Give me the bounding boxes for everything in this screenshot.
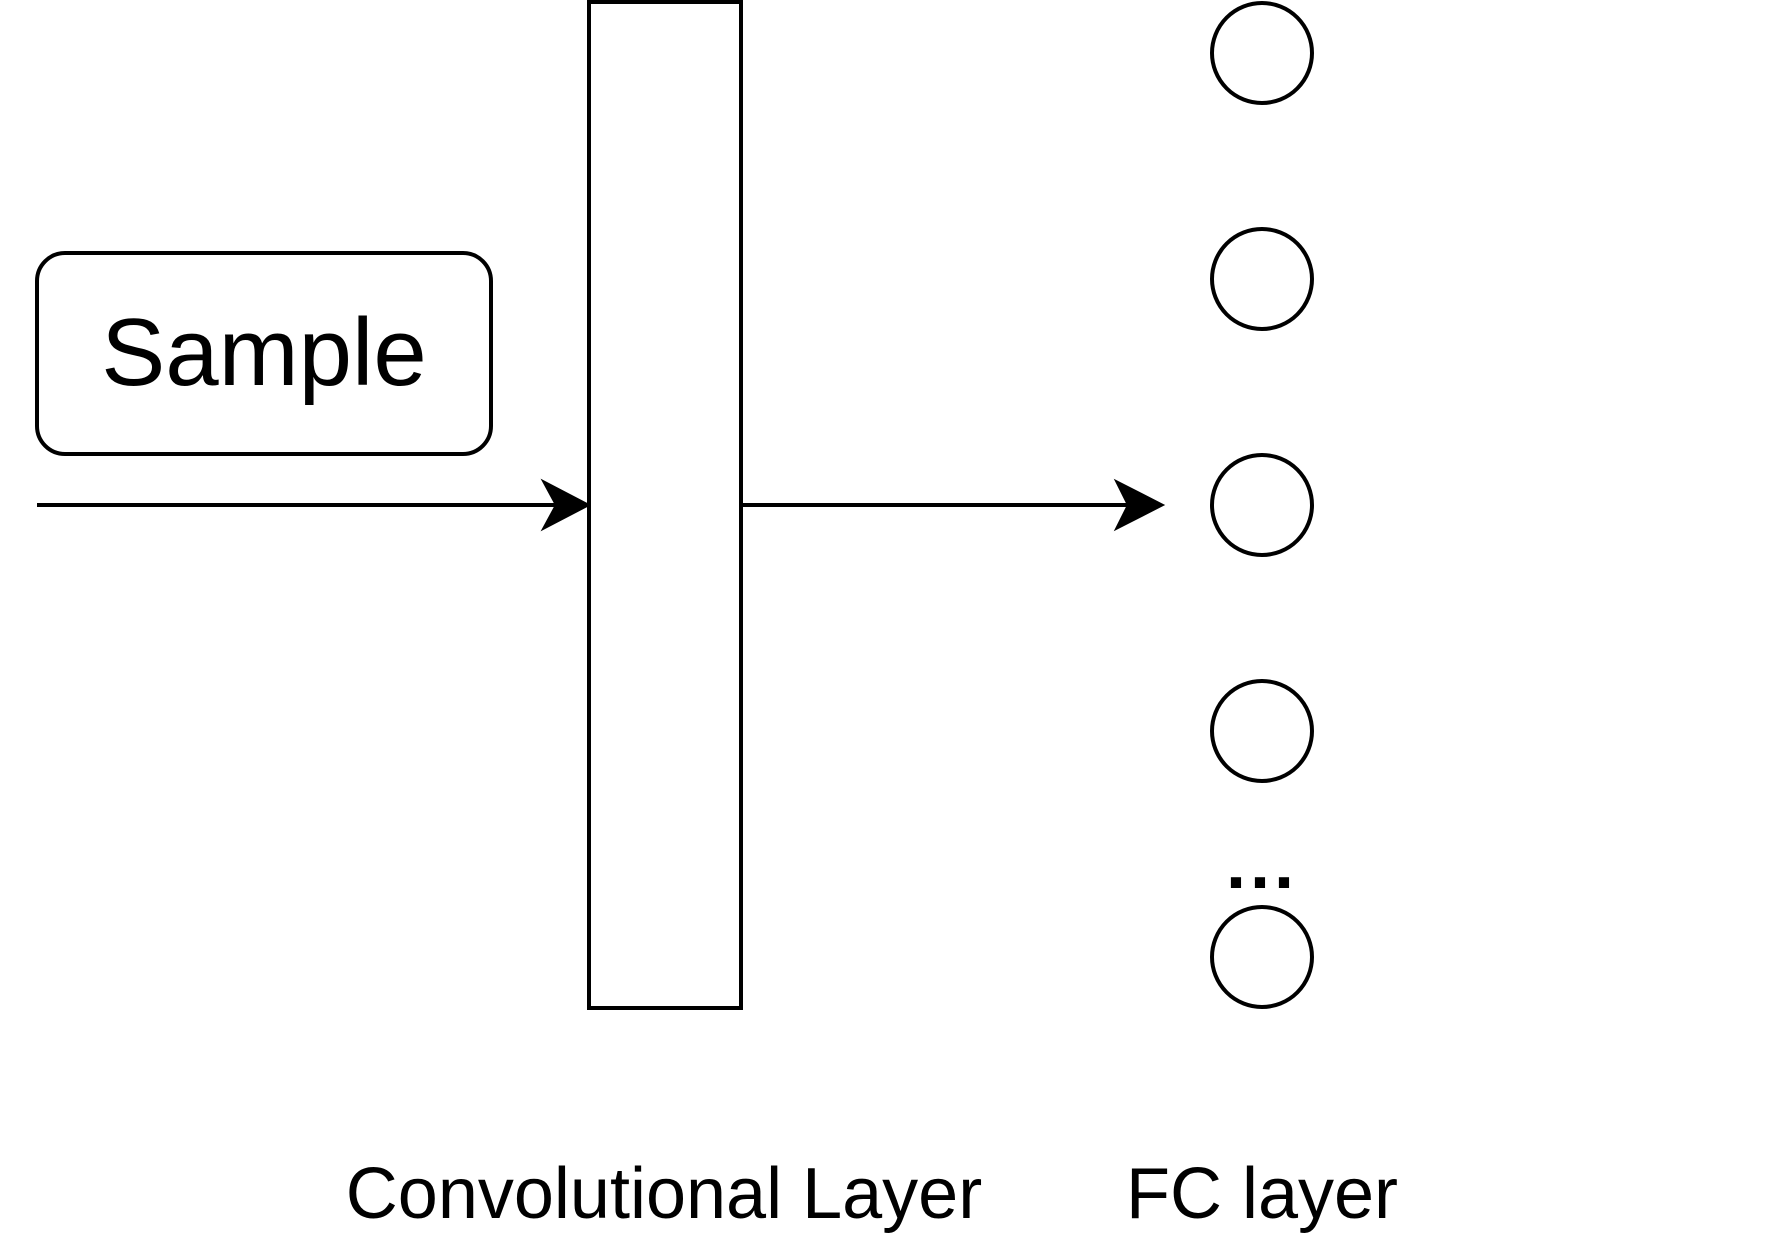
fc-node [1210,453,1314,557]
fc-node [1210,679,1314,783]
fc-layer-label: FC layer [1126,1154,1398,1234]
output-arrow [741,478,1166,532]
sample-box [35,251,493,456]
conv-layer-block [587,0,743,1010]
sample-node: Sample [35,251,493,456]
input-arrow-head [540,478,592,532]
fc-nodes [1210,1,1314,1009]
fc-node [1210,227,1314,331]
fc-node [1210,1,1314,105]
output-arrow-head [1113,478,1166,532]
input-arrow [37,478,592,532]
conv-layer-label: Convolutional Layer [346,1154,982,1234]
sample-label: Sample [101,299,427,406]
fc-node [1210,905,1314,1009]
fc-ellipsis: ... [1226,824,1298,904]
